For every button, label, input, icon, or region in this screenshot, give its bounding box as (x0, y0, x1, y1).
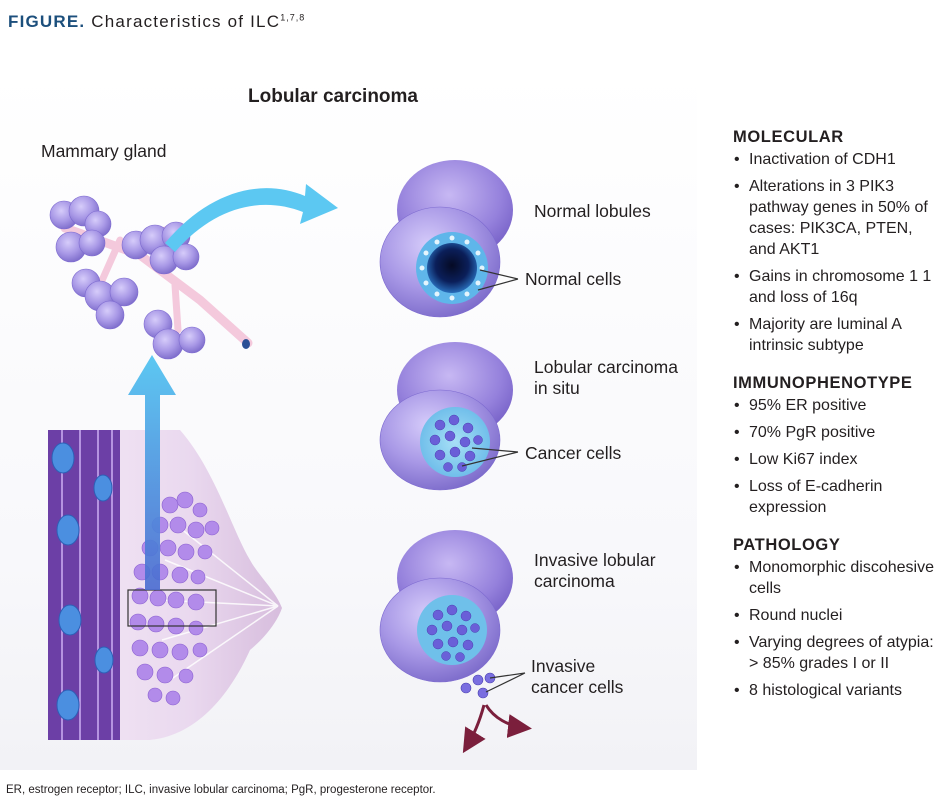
footnote: ER, estrogen receptor; ILC, invasive lob… (6, 784, 436, 796)
list-item: Gains in chromosome 1 1 and loss of 16q (733, 266, 938, 308)
ilc-drawing (379, 530, 532, 754)
list-item: Varying degrees of atypia: > 85% grades … (733, 632, 938, 674)
list-item: Majority are luminal A intrinsic subtype (733, 314, 938, 356)
list-item: Monomorphic discohesive cells (733, 557, 938, 599)
pathology-list: Monomorphic discohesive cells Round nucl… (733, 557, 938, 701)
ilc-label-line2: carcinoma (534, 571, 615, 591)
figure-refs: 1,7,8 (280, 12, 306, 23)
immunophenotype-list: 95% ER positive 70% PgR positive Low Ki6… (733, 395, 938, 518)
normal-lobule-drawing (379, 160, 519, 318)
invasive-cells-label-line1: Invasive (531, 656, 596, 676)
ilc-label-line1: Invasive lobular (534, 550, 656, 570)
list-item: Round nuclei (733, 605, 938, 626)
breast-cross-section (48, 430, 282, 740)
normal-lobules-label: Normal lobules (534, 201, 651, 221)
characteristics-list: MOLECULAR Inactivation of CDH1 Alteratio… (733, 127, 938, 718)
figure-label: FIGURE. (8, 12, 86, 31)
panel-title: Lobular carcinoma (248, 86, 418, 107)
arrow-to-lobules (165, 184, 338, 252)
figure-title-text: Characteristics of ILC (91, 12, 281, 31)
section-heading-pathology: PATHOLOGY (733, 536, 841, 554)
list-item: 8 histological variants (733, 680, 938, 701)
list-item: 70% PgR positive (733, 422, 938, 443)
list-item: Low Ki67 index (733, 449, 938, 470)
list-item: Inactivation of CDH1 (733, 149, 938, 170)
lcis-label-line2: in situ (534, 378, 580, 398)
figure-title: FIGURE. Characteristics of ILC1,7,8 (8, 12, 305, 32)
arrow-to-gland (128, 355, 176, 590)
lcis-label-line1: Lobular carcinoma (534, 357, 678, 377)
mammary-gland-label: Mammary gland (41, 141, 167, 161)
zoom-box (127, 589, 217, 627)
section-heading-immunophenotype: IMMUNOPHENOTYPE (733, 374, 913, 392)
section-heading-molecular: MOLECULAR (733, 128, 844, 146)
cancer-cells-label: Cancer cells (525, 443, 622, 463)
mammary-gland-drawing (49, 195, 253, 360)
normal-cells-label: Normal cells (525, 269, 622, 289)
list-item: Loss of E-cadherin expression (733, 476, 938, 518)
invasive-cells-label-line2: cancer cells (531, 677, 624, 697)
list-item: 95% ER positive (733, 395, 938, 416)
list-item: Alterations in 3 PIK3 pathway genes in 5… (733, 176, 938, 260)
lcis-drawing (379, 342, 519, 491)
molecular-list: Inactivation of CDH1 Alterations in 3 PI… (733, 149, 938, 356)
